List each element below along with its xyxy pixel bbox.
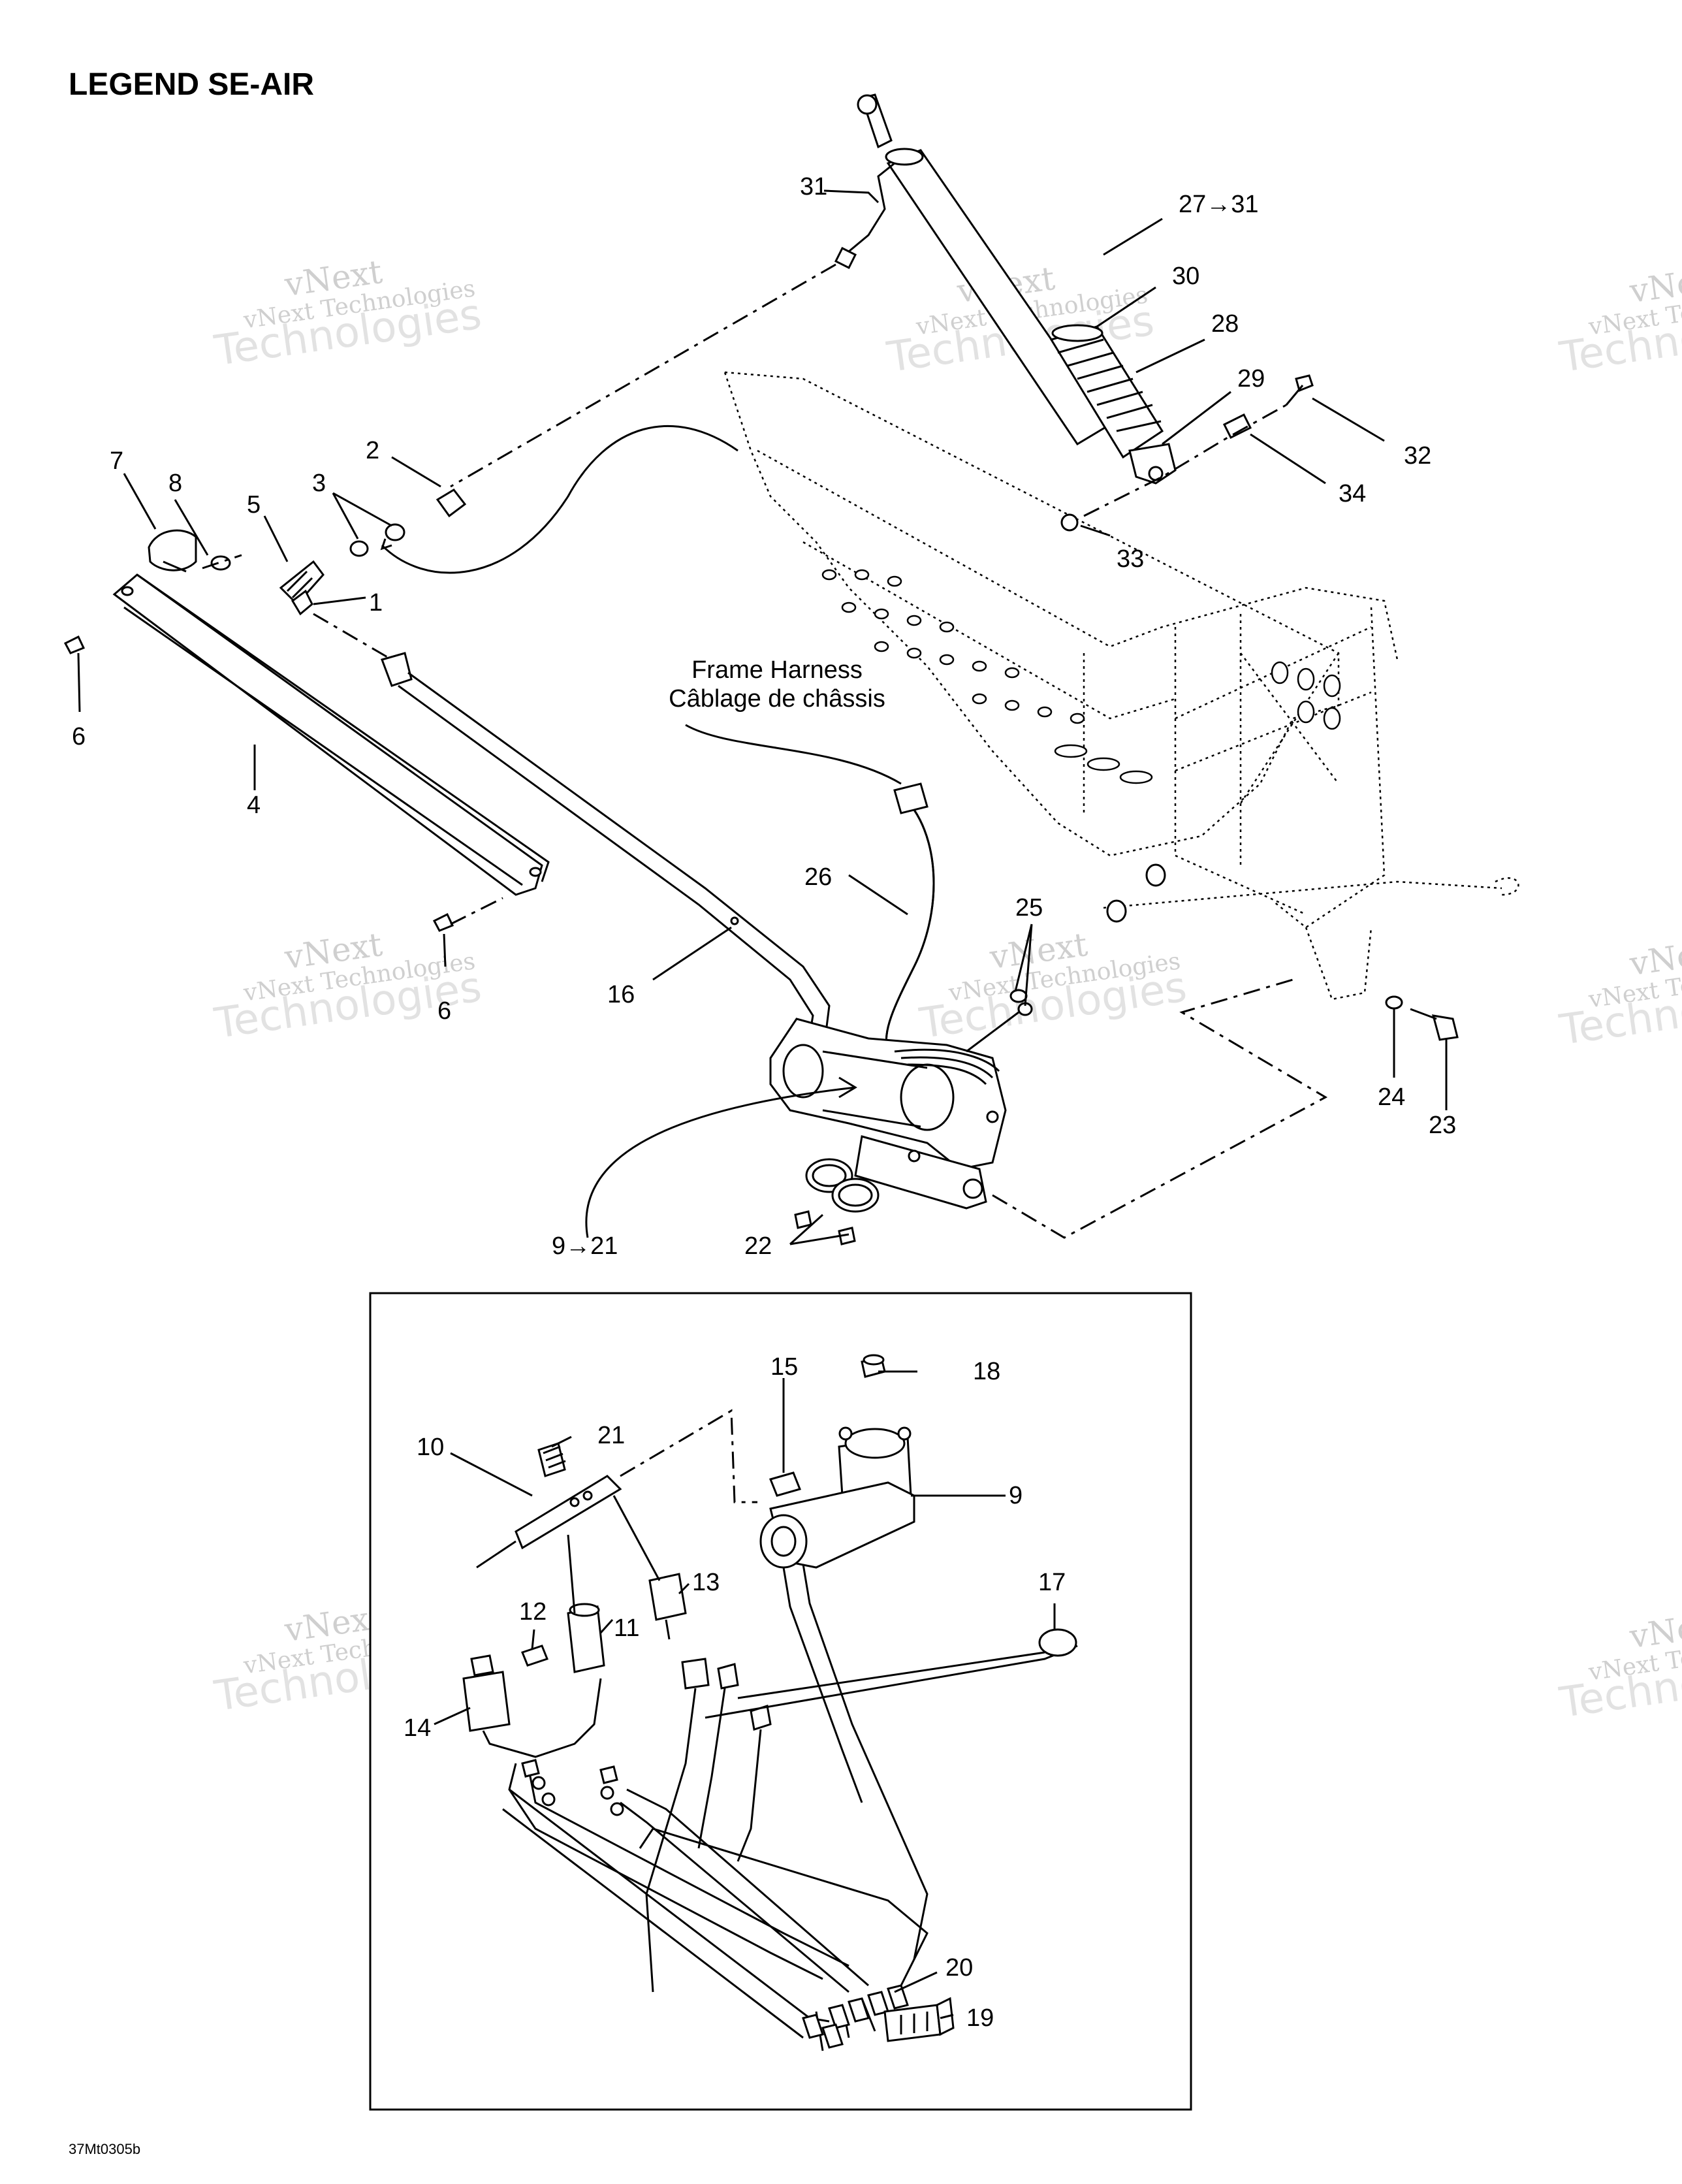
callout-19: 19 — [966, 2004, 994, 2032]
callout-20: 20 — [945, 1954, 973, 1982]
callout-3: 3 — [312, 470, 326, 497]
inset-sensors — [462, 1495, 687, 1758]
fitting-5 — [279, 560, 325, 606]
fittings — [279, 489, 467, 661]
frame-harness-label-en: Frame Harness — [691, 656, 863, 684]
assembly-line — [620, 1409, 757, 1503]
frame-bushing — [1106, 899, 1127, 923]
callout-30: 30 — [1172, 263, 1199, 290]
callout-31: 31 — [800, 173, 827, 201]
callout-24: 24 — [1378, 1084, 1405, 1111]
callout-9-21: 9→21 — [552, 1232, 618, 1260]
diagram-title: LEGEND SE-AIR — [69, 67, 314, 102]
fitting-12 — [521, 1645, 548, 1667]
bracket — [854, 1135, 987, 1210]
screw-6b — [432, 912, 454, 932]
bolt-23 — [1431, 1014, 1459, 1041]
leader-lines — [77, 189, 1448, 2019]
washer-24 — [1385, 995, 1403, 1010]
callout-27-31: 27→31 — [1179, 191, 1259, 218]
figure-id: 37Mt0305b — [69, 2141, 140, 2157]
callout-23: 23 — [1429, 1112, 1456, 1139]
callout-26: 26 — [804, 863, 832, 891]
callout-32: 32 — [1404, 442, 1431, 470]
inset-compressor-9 — [759, 1354, 928, 1960]
inset-manifold-10 — [515, 1409, 757, 1550]
assembly-line — [450, 897, 503, 925]
assembly-line — [992, 978, 1328, 1239]
callout-25: 25 — [1015, 894, 1043, 922]
watermark: vNext vNext Technologies Technologies — [1556, 932, 1682, 1055]
compressor-assembly — [769, 989, 1033, 1245]
frame-holes — [821, 569, 1341, 784]
callout-14: 14 — [404, 1714, 431, 1742]
valve-14 — [462, 1671, 511, 1732]
callout-2: 2 — [366, 437, 379, 464]
frame-bushing — [1145, 863, 1166, 887]
callout-13: 13 — [692, 1569, 720, 1596]
assembly-line — [1083, 404, 1287, 517]
air-hose — [381, 425, 738, 574]
washer-8 — [210, 555, 231, 571]
callout-8: 8 — [168, 470, 182, 497]
callout-33: 33 — [1117, 545, 1144, 573]
fitting-15 — [769, 1471, 802, 1497]
callout-22: 22 — [744, 1232, 772, 1260]
fitting-2 — [436, 489, 467, 518]
shock-ring — [1051, 324, 1103, 342]
connector-19 — [883, 2004, 942, 2042]
callout-34: 34 — [1339, 480, 1366, 507]
callout-28: 28 — [1211, 310, 1239, 338]
chassis-frame — [723, 371, 1519, 1001]
harness-pointer — [685, 724, 902, 785]
watermark: vNext vNext Technologies Technologies — [1556, 1605, 1682, 1727]
watermark: vNext vNext Technologies Technologies — [1556, 259, 1682, 382]
callout-6a: 6 — [72, 723, 86, 750]
terminals-20 — [802, 1984, 909, 2049]
watermark: vNext vNext Technologies Technologies — [916, 925, 1189, 1048]
leader-arrow — [585, 1086, 856, 1238]
watermark: vNext vNext Technologies Technologies — [211, 925, 484, 1048]
washer-3b — [349, 540, 369, 557]
fitting-1 — [291, 589, 313, 616]
running-board-4 — [63, 529, 550, 932]
screw-6a — [63, 635, 86, 654]
shock-eye — [1128, 443, 1177, 485]
assembly-line — [313, 613, 392, 661]
air-shock-assembly — [834, 93, 1314, 532]
assembly-line — [450, 263, 836, 488]
callout-29: 29 — [1237, 365, 1265, 393]
washer-3 — [385, 523, 405, 541]
callout-17: 17 — [1038, 1569, 1066, 1596]
callout-1: 1 — [369, 589, 383, 617]
switch-13 — [648, 1573, 687, 1621]
inset-harness — [502, 1628, 1078, 2051]
arrow-head — [380, 538, 392, 551]
callout-9: 9 — [1009, 1482, 1023, 1509]
callout-10: 10 — [417, 1434, 444, 1461]
cover-7 — [148, 529, 197, 571]
nut-33 — [1060, 513, 1079, 532]
grommet-17 — [1038, 1628, 1077, 1657]
air-line-31 — [848, 162, 895, 253]
callout-21: 21 — [597, 1422, 625, 1449]
watermark: vNext vNext Technologies Technologies — [211, 253, 484, 376]
callout-5: 5 — [247, 491, 261, 519]
callout-6b: 6 — [437, 997, 451, 1025]
callout-7: 7 — [110, 447, 123, 475]
callout-labels: 31 27→31 30 28 29 32 34 33 2 3 5 1 7 8 6… — [72, 173, 1456, 2032]
harness-connector — [893, 782, 928, 814]
nut-25a — [1009, 989, 1028, 1003]
callout-15: 15 — [770, 1353, 798, 1381]
callout-12: 12 — [519, 1598, 547, 1626]
callout-16: 16 — [607, 981, 635, 1008]
assembly-line — [202, 554, 242, 570]
callout-11: 11 — [614, 1614, 639, 1642]
callout-18: 18 — [973, 1358, 1000, 1385]
callout-4: 4 — [247, 792, 261, 819]
frame-harness-26 — [685, 724, 935, 1052]
arrow-head — [838, 1076, 857, 1099]
frame-harness-label-fr: Câblage de châssis — [669, 685, 885, 713]
